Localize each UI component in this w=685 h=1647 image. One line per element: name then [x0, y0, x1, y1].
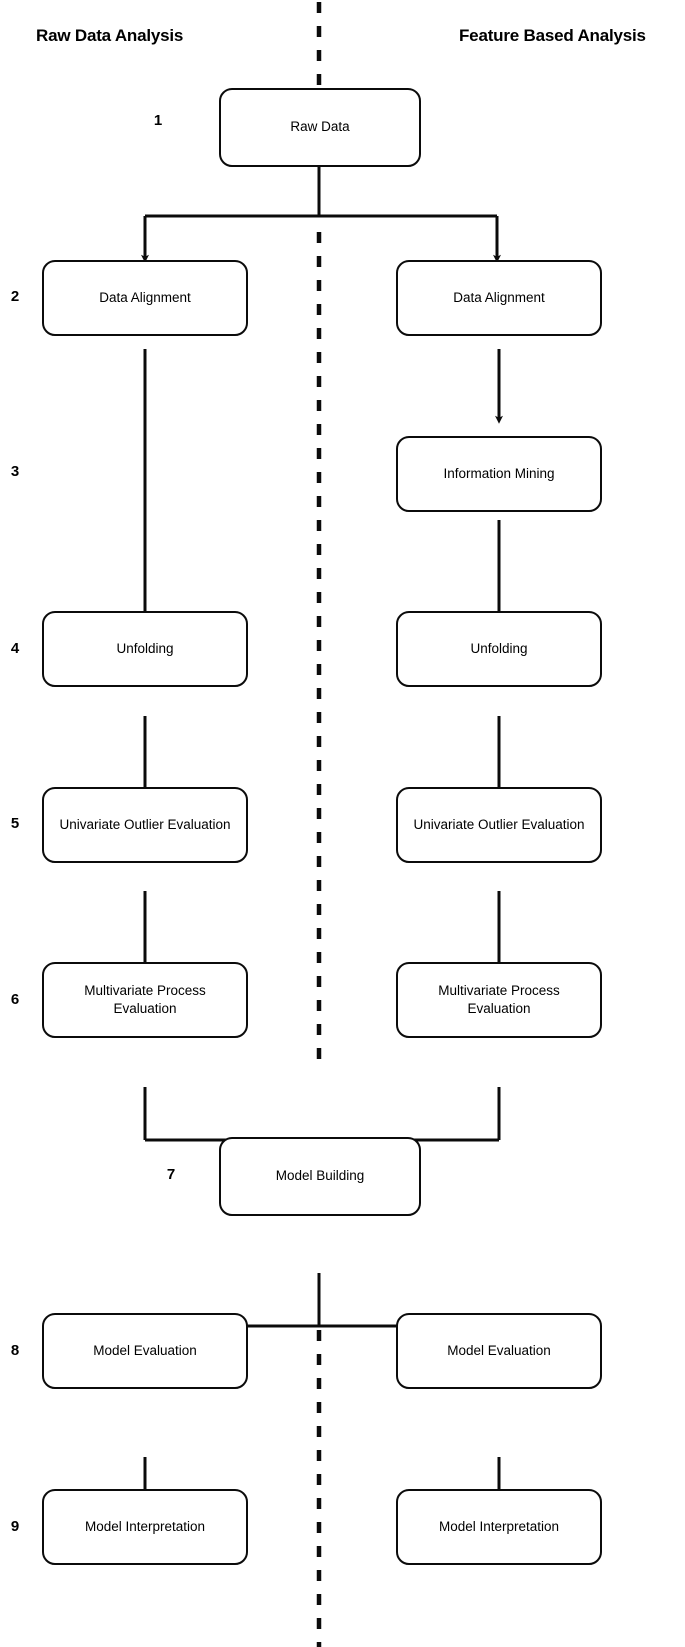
step-number-8: 8: [10, 1342, 20, 1359]
node-raw-data-label: Raw Data: [290, 119, 350, 135]
node-left-model-evaluation-label: Model Evaluation: [93, 1342, 197, 1358]
node-left-model-interpretation-label: Model Interpretation: [84, 1518, 206, 1534]
node-right-univariate-outlier-evaluation[interactable]: Univariate Outlier Evaluation: [396, 787, 602, 863]
node-left-univariate-outlier-evaluation-label: Univariate Outlier Evaluation: [59, 816, 231, 832]
node-right-unfolding-label: Unfolding: [470, 640, 528, 656]
node-right-model-evaluation-label: Model Evaluation: [447, 1342, 551, 1358]
step-number-3: 3: [10, 463, 20, 480]
step-number-5: 5: [10, 815, 20, 832]
column-header-feature-based-analysis: Feature Based Analysis: [459, 26, 646, 45]
step-number-1: 1: [153, 112, 163, 129]
node-left-data-alignment[interactable]: Data Alignment: [42, 260, 248, 336]
column-header-raw-data-analysis: Raw Data Analysis: [36, 26, 184, 45]
step-number-6: 6: [10, 991, 20, 1008]
node-left-model-interpretation[interactable]: Model Interpretation: [42, 1489, 248, 1565]
node-right-data-alignment[interactable]: Data Alignment: [396, 260, 602, 336]
step-number-2: 2: [10, 288, 20, 305]
node-right-multivariate-process-evaluation-label-line1: Multivariate Process: [438, 982, 560, 998]
step-number-9: 9: [10, 1518, 20, 1535]
node-left-univariate-outlier-evaluation[interactable]: Univariate Outlier Evaluation: [42, 787, 248, 863]
node-right-information-mining-label: Information Mining: [443, 465, 555, 481]
node-right-data-alignment-label: Data Alignment: [453, 289, 545, 305]
node-right-model-interpretation-label: Model Interpretation: [438, 1518, 560, 1534]
node-left-multivariate-process-evaluation[interactable]: Multivariate Process Evaluation: [42, 962, 248, 1038]
node-model-building-label: Model Building: [275, 1168, 365, 1184]
node-left-unfolding-label: Unfolding: [116, 640, 174, 656]
node-left-multivariate-process-evaluation-label-line2: Evaluation: [113, 1001, 177, 1016]
node-right-multivariate-process-evaluation[interactable]: Multivariate Process Evaluation: [396, 962, 602, 1038]
node-right-information-mining[interactable]: Information Mining: [396, 436, 602, 512]
node-left-unfolding[interactable]: Unfolding: [42, 611, 248, 687]
node-right-model-interpretation[interactable]: Model Interpretation: [396, 1489, 602, 1565]
node-right-multivariate-process-evaluation-label-line2: Evaluation: [467, 1001, 531, 1016]
node-left-model-evaluation[interactable]: Model Evaluation: [42, 1313, 248, 1389]
step-number-7: 7: [166, 1166, 176, 1183]
node-right-unfolding[interactable]: Unfolding: [396, 611, 602, 687]
node-right-model-evaluation[interactable]: Model Evaluation: [396, 1313, 602, 1389]
node-raw-data[interactable]: Raw Data: [219, 88, 421, 167]
node-left-multivariate-process-evaluation-label-line1: Multivariate Process: [84, 982, 206, 998]
node-right-univariate-outlier-evaluation-label: Univariate Outlier Evaluation: [413, 816, 585, 832]
edge-rawdata-split: [141, 167, 501, 263]
node-model-building[interactable]: Model Building: [219, 1137, 421, 1216]
node-left-data-alignment-label: Data Alignment: [99, 289, 191, 305]
step-number-4: 4: [10, 640, 20, 657]
